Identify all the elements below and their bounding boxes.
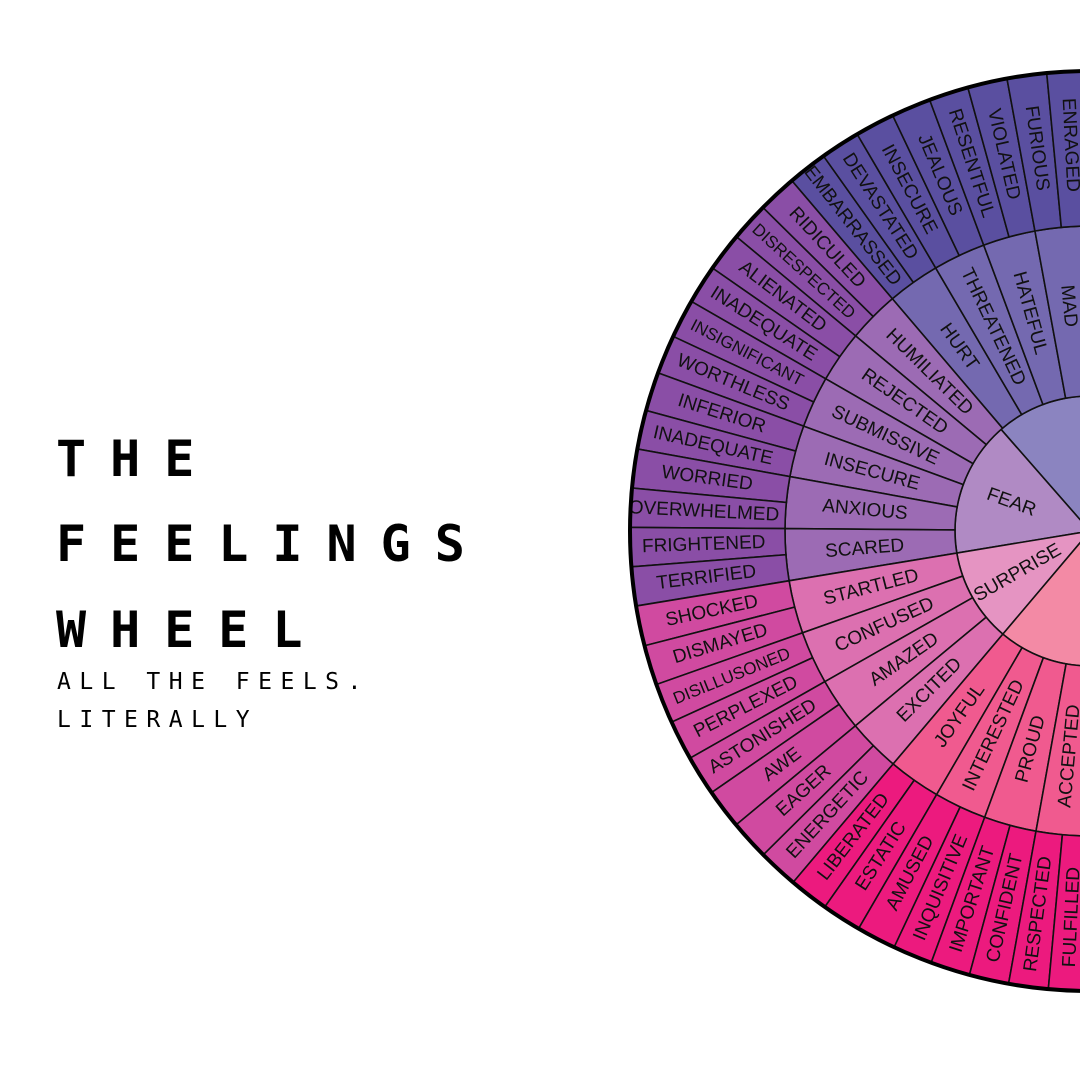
subtitle-line-2: LITERALLY (57, 707, 259, 733)
outer-feeling-label: FRIGHTENED (642, 532, 766, 557)
outer-feeling-label: ENRAGED (1058, 98, 1080, 193)
outer-feeling-label: FULFILLED (1059, 866, 1080, 967)
wheel-border (628, 69, 1080, 993)
title-line-3: WHEEL (56, 601, 327, 659)
title-line-2: FEELINGS (56, 515, 489, 573)
subtitle-line-1: ALL THE FEELS. (57, 669, 370, 695)
feeling-label: MAD (1056, 284, 1080, 328)
title-line-1: THE (56, 430, 219, 488)
